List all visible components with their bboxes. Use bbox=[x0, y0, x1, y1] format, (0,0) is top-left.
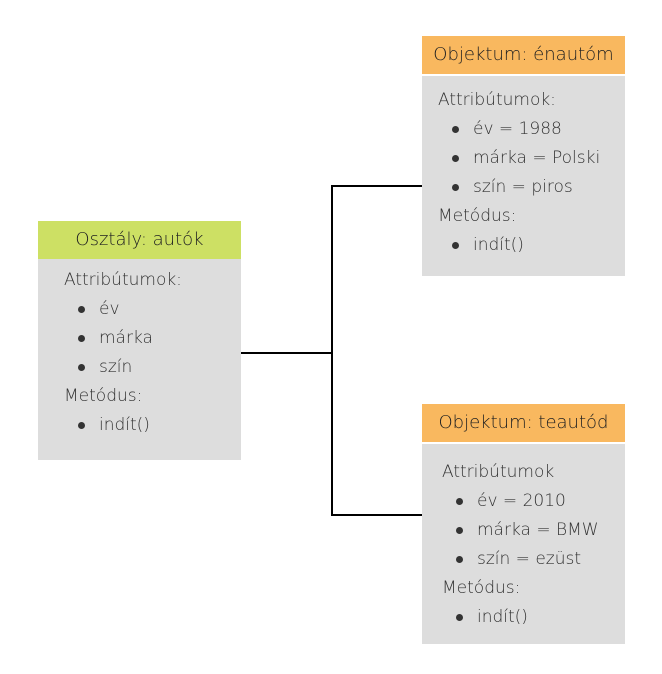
object-2-methods-list: indít() bbox=[442, 603, 599, 632]
list-item: indít() bbox=[64, 411, 182, 440]
object-2-attributes-list: év = 2010 márka = BMW szín = ezüst bbox=[442, 487, 599, 574]
object-1-methods-list: indít() bbox=[438, 231, 600, 260]
class-attribute: év bbox=[99, 299, 120, 319]
object-2-header: Objektum: teautód bbox=[422, 404, 625, 442]
object-1-attribute: szín = piros bbox=[473, 177, 573, 197]
list-item: márka = BMW bbox=[442, 516, 599, 545]
bullet-icon bbox=[78, 306, 85, 313]
class-attribute: szín bbox=[99, 357, 133, 377]
bullet-icon bbox=[456, 498, 463, 505]
bullet-icon bbox=[78, 422, 85, 429]
bullet-icon bbox=[78, 335, 85, 342]
class-attributes-title: Attribútumok: bbox=[64, 270, 182, 290]
list-item: év bbox=[64, 295, 182, 324]
class-attributes-list: év márka szín bbox=[64, 295, 182, 382]
object-1-body: Attribútumok: év = 1988 márka = Polski s… bbox=[438, 86, 600, 260]
list-item: indít() bbox=[442, 603, 599, 632]
bullet-icon bbox=[456, 527, 463, 534]
class-methods-list: indít() bbox=[64, 411, 182, 440]
list-item: év = 2010 bbox=[442, 487, 599, 516]
bullet-icon bbox=[456, 556, 463, 563]
list-item: év = 1988 bbox=[438, 115, 600, 144]
object-1-attributes-list: év = 1988 márka = Polski szín = piros bbox=[438, 115, 600, 202]
bullet-icon bbox=[452, 242, 459, 249]
class-methods-title: Metódus: bbox=[64, 386, 143, 406]
class-attribute: márka bbox=[99, 328, 153, 348]
list-item: márka = Polski bbox=[438, 144, 600, 173]
bullet-icon bbox=[452, 155, 459, 162]
object-2-box bbox=[422, 444, 625, 644]
object-1-header: Objektum: énautóm bbox=[422, 36, 625, 74]
bullet-icon bbox=[456, 614, 463, 621]
bullet-icon bbox=[452, 126, 459, 133]
object-2-attribute: szín = ezüst bbox=[477, 549, 582, 569]
object-2-attribute: év = 2010 bbox=[477, 491, 566, 511]
bullet-icon bbox=[78, 364, 85, 371]
class-header: Osztály: autók bbox=[38, 221, 241, 259]
list-item: indít() bbox=[438, 231, 600, 260]
bullet-icon bbox=[452, 184, 459, 191]
class-box bbox=[38, 259, 241, 460]
list-item: szín = piros bbox=[438, 173, 600, 202]
class-method: indít() bbox=[99, 415, 150, 435]
list-item: szín bbox=[64, 353, 182, 382]
object-1-method: indít() bbox=[473, 235, 524, 255]
object-2-attribute: márka = BMW bbox=[477, 520, 599, 540]
object-1-attribute: év = 1988 bbox=[473, 119, 562, 139]
object-1-attributes-title: Attribútumok: bbox=[438, 90, 556, 110]
list-item: márka bbox=[64, 324, 182, 353]
list-item: szín = ezüst bbox=[442, 545, 599, 574]
class-body: Attribútumok: év márka szín Metódus: ind… bbox=[64, 266, 182, 440]
object-2-methods-title: Metódus: bbox=[442, 578, 521, 598]
object-1-attribute: márka = Polski bbox=[473, 148, 601, 168]
object-1-methods-title: Metódus: bbox=[438, 206, 517, 226]
object-2-body: Attribútumok év = 2010 márka = BMW szín … bbox=[442, 458, 599, 632]
object-2-attributes-title: Attribútumok bbox=[442, 462, 555, 482]
object-2-method: indít() bbox=[477, 607, 528, 627]
